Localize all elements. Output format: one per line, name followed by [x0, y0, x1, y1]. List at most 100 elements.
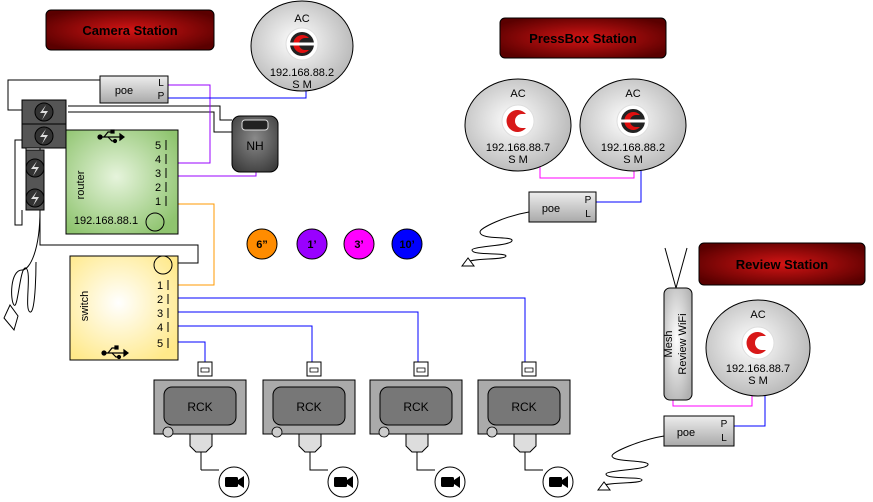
legend-3ft: 3’: [343, 228, 375, 260]
power-wire: [14, 139, 23, 226]
svg-text:poe: poe: [542, 203, 560, 215]
svg-text:L: L: [158, 78, 164, 89]
logo-icon: [741, 326, 775, 360]
antenna-icon: [664, 247, 677, 289]
power-plug-icon: [25, 158, 45, 178]
svg-text:RCK: RCK: [403, 400, 428, 414]
camera-station-title: Camera Station: [45, 9, 215, 51]
svg-text:Review WiFi: Review WiFi: [677, 313, 689, 374]
legend-swatch: [296, 228, 328, 260]
ethernet-port-icon: [197, 361, 213, 377]
svg-text:192.168.88.1: 192.168.88.1: [74, 215, 138, 227]
svg-text:S M: S M: [508, 154, 528, 166]
rck-unit: RCK: [262, 361, 359, 498]
svg-text:192.168.88.2: 192.168.88.2: [601, 142, 665, 154]
poe-injector-camera: poe L P: [99, 75, 169, 104]
svg-text:router: router: [75, 170, 87, 199]
svg-text:6”: 6”: [256, 239, 268, 251]
svg-text:AC: AC: [510, 88, 525, 100]
usb-icon: [101, 345, 129, 360]
screw-icon: [486, 426, 498, 438]
svg-text:RCK: RCK: [511, 400, 536, 414]
cable-blue: [596, 165, 642, 203]
ethernet-port-icon: [306, 361, 322, 377]
svg-text:192.168.88.7: 192.168.88.7: [726, 363, 790, 375]
svg-text:poe: poe: [677, 427, 695, 439]
svg-text:5: 5: [157, 338, 163, 350]
svg-text:NH: NH: [246, 139, 263, 153]
svg-text:S M: S M: [292, 79, 312, 91]
hdmi-port-icon: [298, 433, 322, 453]
legend-swatch: [391, 228, 423, 260]
svg-text:RCK: RCK: [296, 400, 321, 414]
access-point-camera: AC 192.168.88.2 S M: [250, 0, 354, 92]
cable-blue: [168, 325, 313, 365]
svg-text:switch: switch: [79, 291, 91, 322]
screw-icon: [378, 426, 390, 438]
svg-text:RCK: RCK: [187, 400, 212, 414]
ethernet-port-icon: [413, 361, 429, 377]
logo-icon: [285, 27, 319, 61]
mesh-wifi-device: Mesh Review WiFi: [663, 247, 693, 401]
svg-text:AC: AC: [750, 309, 765, 321]
rck-unit: RCK: [477, 361, 574, 498]
switch: switch 1 2 3 4 5: [69, 255, 179, 361]
cable-legend: 6” 1’ 3’ 10’: [246, 228, 423, 260]
cable-magenta: [539, 165, 635, 179]
svg-text:S M: S M: [623, 154, 643, 166]
svg-text:Mesh: Mesh: [663, 331, 675, 358]
svg-text:Review Station: Review Station: [736, 257, 829, 272]
cable-blue: [168, 88, 307, 99]
legend-1ft: 1’: [296, 228, 328, 260]
svg-text:10’: 10’: [399, 239, 414, 251]
coiled-power-cord: [597, 435, 665, 491]
legend-swatch: [343, 228, 375, 260]
svg-text:2: 2: [157, 294, 163, 306]
rck-unit: RCK: [369, 361, 466, 498]
access-point-review: AC 192.168.88.7 S M: [705, 299, 811, 397]
cable-purple: [168, 172, 257, 177]
cable-orange: [168, 203, 215, 286]
hdmi-port-icon: [405, 433, 429, 453]
camera-icon: [334, 476, 353, 488]
cable-blue: [734, 388, 766, 427]
poe-injector-review: poe P L: [663, 415, 735, 447]
legend-swatch: [246, 228, 278, 260]
router: router 5 4 3 2 1 192.168.88.1: [65, 129, 179, 235]
svg-text:192.168.88.7: 192.168.88.7: [486, 142, 550, 154]
ethernet-port-icon: [521, 361, 537, 377]
svg-text:192.168.88.2: 192.168.88.2: [270, 67, 334, 79]
hdmi-port-icon: [189, 433, 213, 453]
coiled-power-cord: [461, 211, 530, 267]
cable-purple: [168, 84, 211, 164]
svg-text:4: 4: [157, 322, 163, 334]
nh-device: NH: [231, 115, 279, 173]
logo-icon: [616, 104, 650, 138]
svg-text:PressBox Station: PressBox Station: [529, 31, 637, 46]
antenna-icon: [675, 247, 688, 289]
svg-text:P: P: [158, 91, 165, 102]
poe-injector-pressbox: poe P L: [528, 191, 597, 223]
rck-unit: RCK: [153, 361, 250, 498]
cable-blue: [168, 311, 419, 365]
screw-icon: [271, 426, 283, 438]
svg-text:1’: 1’: [307, 239, 316, 251]
svg-text:Camera Station: Camera Station: [82, 23, 177, 38]
usb-icon: [97, 129, 125, 144]
camera-icon: [225, 476, 244, 488]
legend-10ft: 10’: [391, 228, 423, 260]
power-strip: [21, 99, 67, 211]
svg-text:S M: S M: [748, 375, 768, 387]
power-wire: [7, 79, 100, 111]
hdmi-port-icon: [513, 433, 537, 453]
svg-text:3: 3: [157, 308, 163, 320]
pressbox-station-title: PressBox Station: [499, 17, 667, 59]
power-jack-icon: [145, 212, 165, 232]
access-point-pressbox-right: AC 192.168.88.2 S M: [579, 78, 687, 172]
svg-text:P: P: [721, 419, 728, 430]
screw-icon: [162, 426, 174, 438]
cable-magenta: [672, 388, 753, 407]
svg-text:3: 3: [155, 168, 161, 180]
svg-text:5: 5: [155, 140, 161, 152]
